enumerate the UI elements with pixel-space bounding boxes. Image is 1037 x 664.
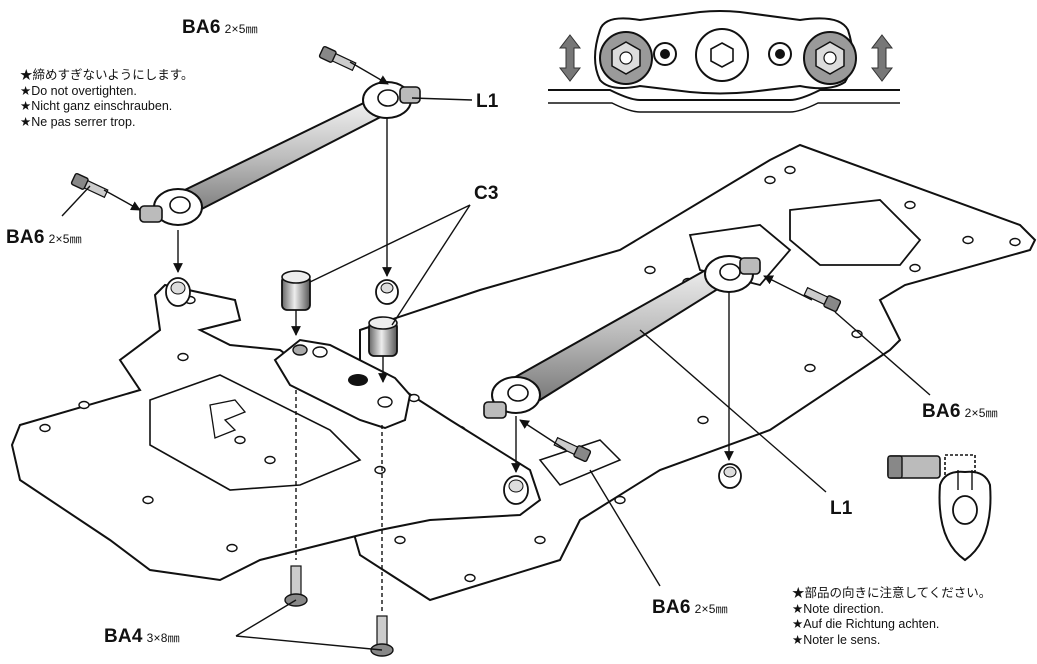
part-size: 2×5㎜ [694,602,728,616]
note-line: ★部品の向きに注意してください。 [792,586,992,600]
inset-direction-detail [887,454,992,562]
note-overtighten: ★締めすぎないようにします。 ★Do not overtighten. ★Nic… [20,68,194,130]
part-code: BA6 [182,17,221,38]
part-size: 2×5㎜ [964,406,998,420]
part-code: BA4 [104,626,143,647]
part-label-c3: C3 [474,183,499,204]
part-size: 3×8㎜ [146,631,180,645]
note-line: ★締めすぎないようにします。 [20,68,194,82]
rod-l1-top [139,81,421,226]
note-line: ★Note direction. [792,601,884,616]
screw-icon [70,45,842,657]
part-code: BA6 [652,597,691,618]
note-line: ★Do not overtighten. [20,83,137,98]
part-code: BA6 [922,401,961,422]
part-size: 2×5㎜ [48,232,82,246]
part-label-l1-bottom: L1 [830,498,853,519]
note-line: ★Auf die Richtung achten. [792,617,940,631]
note-line: ★Ne pas serrer trop. [20,114,136,129]
chassis-plate-lower [10,277,542,582]
note-line: ★Nicht ganz einschrauben. [20,99,173,113]
assembly-guides [61,61,931,651]
adjuster-bracket [273,338,412,430]
part-size: 2×5㎜ [224,22,258,36]
rod-l1-bottom [483,255,761,419]
double-vertical-arrow-icon [558,34,894,82]
ball-stud [375,279,742,505]
part-label-l1-top: L1 [476,91,499,112]
part-code: BA6 [6,227,45,248]
note-line: ★Noter le sens. [792,632,881,647]
inset-adjuster-detail [548,10,900,113]
note-direction: ★部品の向きに注意してください。 ★Note direction. ★Auf d… [792,586,991,648]
